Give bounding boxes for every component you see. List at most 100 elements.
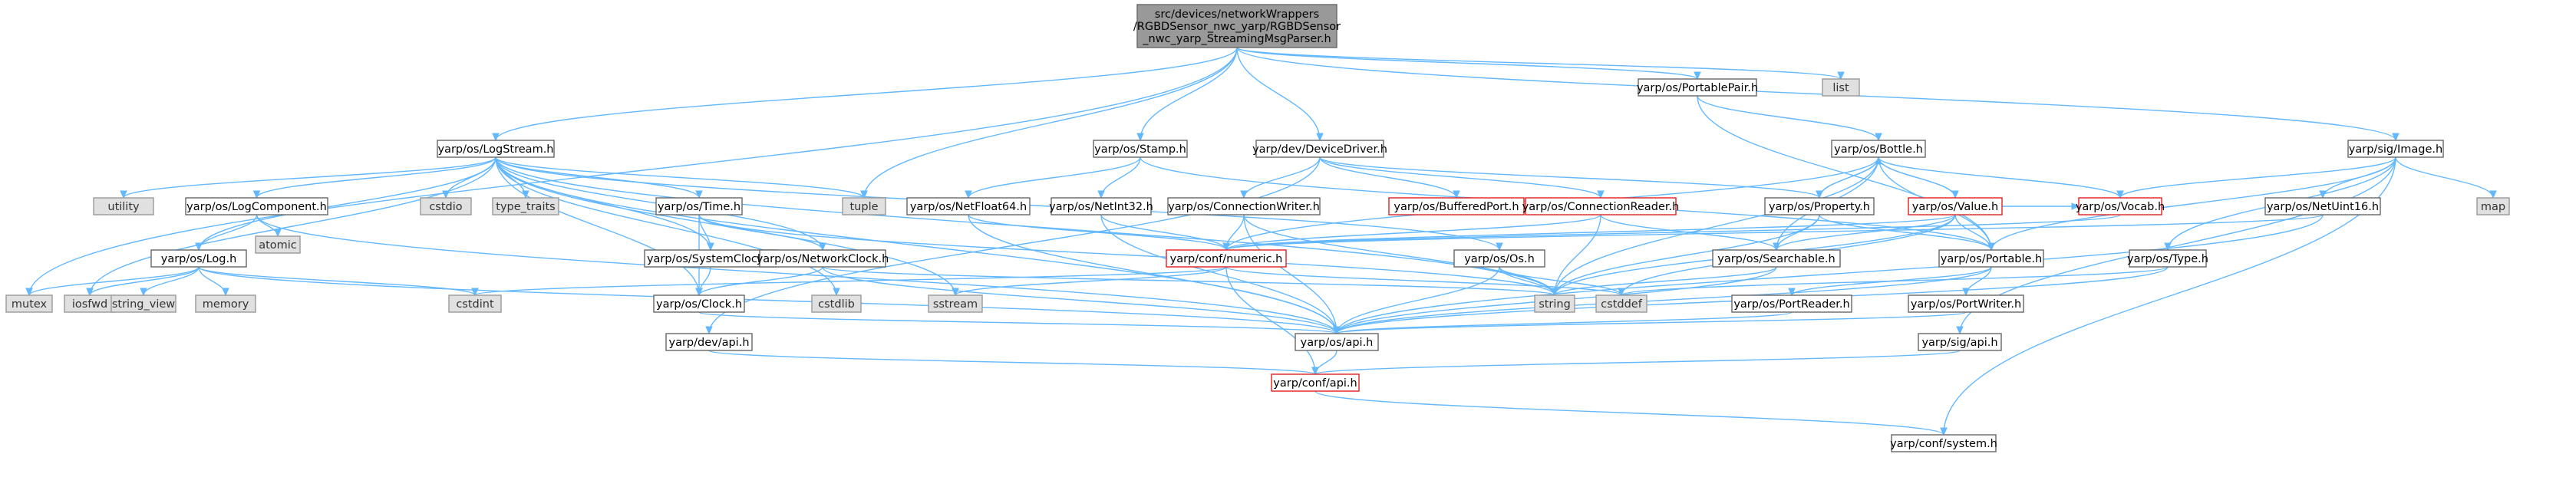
node-system[interactable]: yarp/conf/system.h bbox=[1890, 434, 1997, 452]
node-box bbox=[93, 197, 154, 215]
edge-log-to-iosfwd bbox=[86, 266, 200, 297]
node-connwriter[interactable]: yarp/os/ConnectionWriter.h bbox=[1167, 197, 1321, 215]
node-confapi[interactable]: yarp/conf/api.h bbox=[1271, 373, 1360, 392]
node-clock[interactable]: yarp/os/Clock.h bbox=[653, 294, 745, 313]
edge-arrowhead bbox=[952, 288, 959, 297]
node-cstdlib: cstdlib bbox=[811, 294, 862, 313]
node-label: tuple bbox=[849, 201, 878, 213]
node-box bbox=[1255, 140, 1384, 158]
node-label: /RGBDSensor_nwc_yarp/RGBDSensor bbox=[1133, 21, 1341, 33]
node-portwriter[interactable]: yarp/os/PortWriter.h bbox=[1908, 294, 2024, 313]
node-netint32[interactable]: yarp/os/NetInt32.h bbox=[1049, 197, 1153, 215]
node-label: atomic bbox=[259, 239, 297, 252]
edge-arrowhead bbox=[1788, 288, 1796, 297]
node-label: yarp/os/PortReader.h bbox=[1733, 298, 1849, 311]
node-label: yarp/os/NetworkClock.h bbox=[757, 253, 889, 265]
edge-root-to-devicedriver bbox=[1236, 47, 1324, 142]
node-portablepair[interactable]: yarp/os/PortablePair.h bbox=[1637, 78, 1758, 97]
edge-arrowhead bbox=[1837, 71, 1845, 81]
node-memory: memory bbox=[195, 294, 256, 313]
node-box bbox=[2476, 197, 2510, 215]
node-label: yarp/os/Vocab.h bbox=[2076, 201, 2165, 213]
node-label: yarp/sig/Image.h bbox=[2349, 143, 2442, 156]
edge-stamp-to-netfloat64 bbox=[965, 156, 1141, 199]
node-numeric[interactable]: yarp/conf/numeric.h bbox=[1166, 249, 1287, 268]
node-bottle[interactable]: yarp/os/Bottle.h bbox=[1831, 140, 1926, 158]
edge-arrowhead bbox=[1875, 156, 1882, 165]
node-searchable[interactable]: yarp/os/Searchable.h bbox=[1712, 249, 1841, 268]
edge-type-to-cstddef bbox=[1618, 266, 2169, 297]
node-utility: utility bbox=[93, 197, 154, 215]
node-devicedriver[interactable]: yarp/dev/DeviceDriver.h bbox=[1252, 140, 1387, 158]
node-property[interactable]: yarp/os/Property.h bbox=[1764, 197, 1875, 215]
node-label: yarp/conf/numeric.h bbox=[1170, 253, 1283, 265]
node-networkclock[interactable]: yarp/os/NetworkClock.h bbox=[757, 249, 889, 268]
edge-root-to-list bbox=[1236, 47, 1845, 81]
node-time[interactable]: yarp/os/Time.h bbox=[655, 197, 743, 215]
node-label: yarp/os/Value.h bbox=[1912, 201, 1998, 213]
node-bufferedport[interactable]: yarp/os/BufferedPort.h bbox=[1388, 197, 1525, 215]
edge-os-to-osapi bbox=[1333, 266, 1500, 335]
node-box bbox=[1764, 197, 1875, 215]
node-systemclock[interactable]: yarp/os/SystemClock.h bbox=[644, 249, 777, 268]
node-box bbox=[928, 294, 983, 313]
node-vocab[interactable]: yarp/os/Vocab.h bbox=[2076, 197, 2165, 215]
edge-arrowhead bbox=[1875, 133, 1882, 142]
node-box bbox=[1891, 434, 1997, 452]
edge-arrowhead bbox=[222, 288, 229, 297]
node-netuint16[interactable]: yarp/os/NetUint16.h bbox=[2264, 197, 2381, 215]
node-box bbox=[150, 249, 247, 268]
edge-arrowhead bbox=[1311, 367, 1319, 376]
node-image[interactable]: yarp/sig/Image.h bbox=[2347, 140, 2444, 158]
edge-arrowhead bbox=[2489, 190, 2497, 199]
edge-arrowhead bbox=[1222, 242, 1230, 252]
node-stringview: string_view bbox=[110, 294, 176, 313]
node-log[interactable]: yarp/os/Log.h bbox=[150, 249, 247, 268]
node-sigapi[interactable]: yarp/sig/api.h bbox=[1918, 333, 2002, 351]
node-portable[interactable]: yarp/os/Portable.h bbox=[1938, 249, 2044, 268]
edge-arrowhead bbox=[695, 288, 703, 297]
node-logstream[interactable]: yarp/os/LogStream.h bbox=[437, 140, 555, 158]
node-type[interactable]: yarp/os/Type.h bbox=[2127, 249, 2208, 268]
node-label: utility bbox=[107, 201, 140, 213]
node-box bbox=[811, 294, 862, 313]
edge-numeric-to-cstdint bbox=[471, 266, 1227, 297]
node-label: yarp/os/ConnectionWriter.h bbox=[1168, 201, 1320, 213]
node-box bbox=[110, 294, 176, 313]
node-label: list bbox=[1832, 82, 1849, 94]
node-value[interactable]: yarp/os/Value.h bbox=[1908, 197, 2003, 215]
node-os[interactable]: yarp/os/Os.h bbox=[1453, 249, 1545, 268]
node-portreader[interactable]: yarp/os/PortReader.h bbox=[1731, 294, 1852, 313]
edge-root-to-tuple bbox=[860, 47, 1238, 199]
edge-os-to-string bbox=[1499, 266, 1558, 297]
node-root[interactable]: src/devices/networkWrappers/RGBDSensor_n… bbox=[1133, 4, 1341, 48]
node-stamp[interactable]: yarp/os/Stamp.h bbox=[1093, 140, 1188, 158]
node-box bbox=[1712, 249, 1841, 268]
graph-nodes: src/devices/networkWrappers/RGBDSensor_n… bbox=[5, 4, 2510, 452]
node-box bbox=[1938, 249, 2044, 268]
node-box bbox=[2078, 197, 2162, 215]
edge-value-to-searchable bbox=[1773, 214, 1956, 252]
edge-root-to-stamp bbox=[1136, 47, 1238, 142]
edge-sigapi-to-confapi bbox=[1311, 350, 1961, 376]
edge-logcomponent-to-log bbox=[195, 214, 258, 252]
node-devapi[interactable]: yarp/dev/api.h bbox=[665, 333, 753, 351]
node-netfloat64[interactable]: yarp/os/NetFloat64.h bbox=[906, 197, 1031, 215]
node-label: src/devices/networkWrappers bbox=[1155, 8, 1319, 21]
node-box bbox=[1908, 294, 2024, 313]
edge-root-to-image bbox=[1236, 47, 2400, 142]
edge-devapi-to-confapi bbox=[708, 350, 1319, 376]
node-label: yarp/os/Os.h bbox=[1464, 253, 1535, 265]
node-label: yarp/os/BufferedPort.h bbox=[1394, 201, 1519, 213]
node-label: cstdint bbox=[456, 298, 494, 311]
node-osapi[interactable]: yarp/os/api.h bbox=[1295, 333, 1379, 351]
node-logcomponent[interactable]: yarp/os/LogComponent.h bbox=[185, 197, 328, 215]
edge-devicedriver-to-connreader bbox=[1319, 156, 1605, 199]
node-label: yarp/dev/api.h bbox=[668, 337, 749, 349]
edge-arrowhead bbox=[1956, 326, 1964, 335]
edge-arrowhead bbox=[2392, 133, 2400, 142]
node-connreader[interactable]: yarp/os/ConnectionReader.h bbox=[1522, 197, 1680, 215]
node-box bbox=[2264, 197, 2381, 215]
edge-arrowhead bbox=[120, 190, 127, 199]
